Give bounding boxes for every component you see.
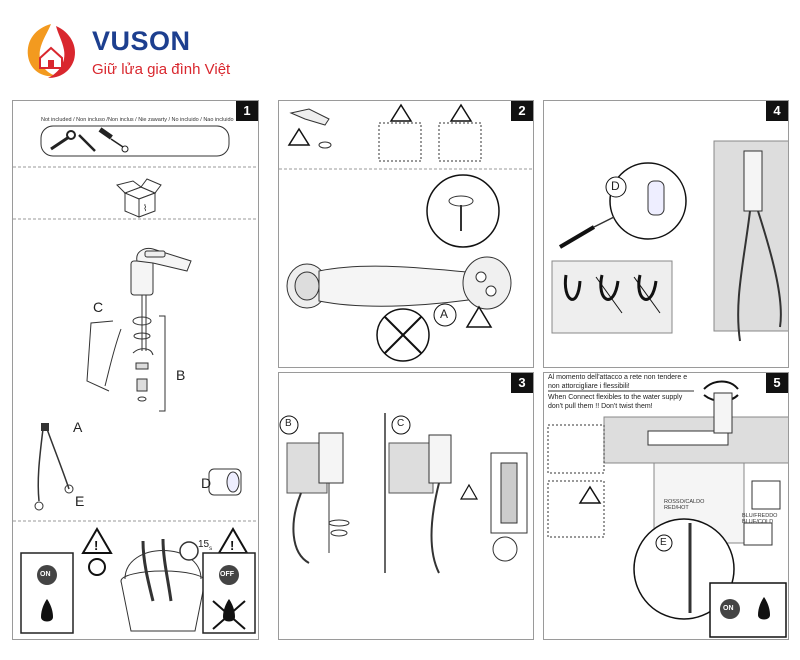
step-number: 5 [766, 373, 788, 393]
step-number: 3 [511, 373, 533, 393]
step-panel-5: 5 Al momento dell'attacco a rete non ten… [543, 372, 789, 640]
label-d: D [201, 475, 212, 491]
step2-drawing [279, 103, 533, 362]
valve-on-icon [20, 552, 74, 634]
on-label: ON [40, 571, 51, 578]
label-b: B [176, 367, 186, 383]
note-english: When Connect flexibles to the water supp… [548, 394, 683, 410]
step1-drawing: ⌇ [13, 125, 258, 634]
on-label: ON [723, 605, 734, 612]
note-italian: Al momento dell'attacco a rete non tende… [548, 374, 688, 390]
label-e: E [660, 537, 667, 548]
label-b: B [285, 418, 292, 429]
not-included-text: Not included / Non incluso /Non inclus /… [41, 117, 234, 123]
wrench-icon [50, 130, 76, 151]
timer-value: 15s [198, 539, 213, 552]
thumbs-up-icon [751, 480, 781, 510]
off-label: OFF [220, 571, 234, 578]
hot-label: ROSSO/CALDO RED/HOT [664, 499, 705, 511]
warning-icon: ! [81, 527, 113, 554]
label-a: A [440, 307, 449, 321]
bucket-illustration [120, 538, 206, 632]
screwdriver-icon [558, 216, 615, 249]
valve-off-icon [202, 552, 256, 634]
hex-key-icon [78, 134, 96, 152]
timer-icon [179, 541, 199, 561]
warning-icon [578, 485, 602, 504]
label-a: A [73, 419, 83, 435]
warning-icon: ! [217, 527, 249, 554]
step4-drawing [551, 140, 788, 342]
brand-tagline: Giữ lửa gia đình Việt [92, 61, 231, 78]
brand-name: VUSON [92, 26, 191, 56]
step-number: 2 [511, 101, 533, 121]
svg-text:⌇: ⌇ [143, 203, 147, 214]
label-d: D [611, 179, 620, 193]
warning-icon [389, 103, 473, 122]
cold-label: BLU/FREDDO BLUE/COLD [742, 513, 778, 525]
step-panel-3: 3 B C [278, 372, 534, 640]
step-panel-4: 4 D [543, 100, 789, 368]
warning-icon [287, 127, 311, 146]
svg-text:!: ! [94, 538, 98, 553]
svg-text:!: ! [230, 538, 234, 553]
faucet-illustration [130, 248, 192, 351]
package-box-icon: ⌇ [116, 178, 162, 218]
thumbs-up-icon [492, 536, 518, 562]
step-number: 1 [236, 101, 258, 121]
step-panel-1: 1 Not included / Non incluso /Non inclus… [12, 100, 259, 640]
step5-drawing [547, 380, 788, 638]
hand-shower-illustration [286, 256, 512, 310]
warning-icon [465, 305, 493, 328]
label-c: C [93, 299, 104, 315]
brand-logo: VUSON Giữ lửa gia đình Việt [18, 18, 268, 88]
house-flame-logo-icon [27, 24, 76, 78]
screwdriver-icon [98, 127, 129, 153]
label-c: C [397, 418, 405, 429]
warning-icon [459, 483, 479, 500]
step-number: 4 [766, 101, 788, 121]
step3-drawing [279, 413, 528, 574]
label-e: E [75, 493, 85, 509]
step-panel-2: 2 A [278, 100, 534, 368]
